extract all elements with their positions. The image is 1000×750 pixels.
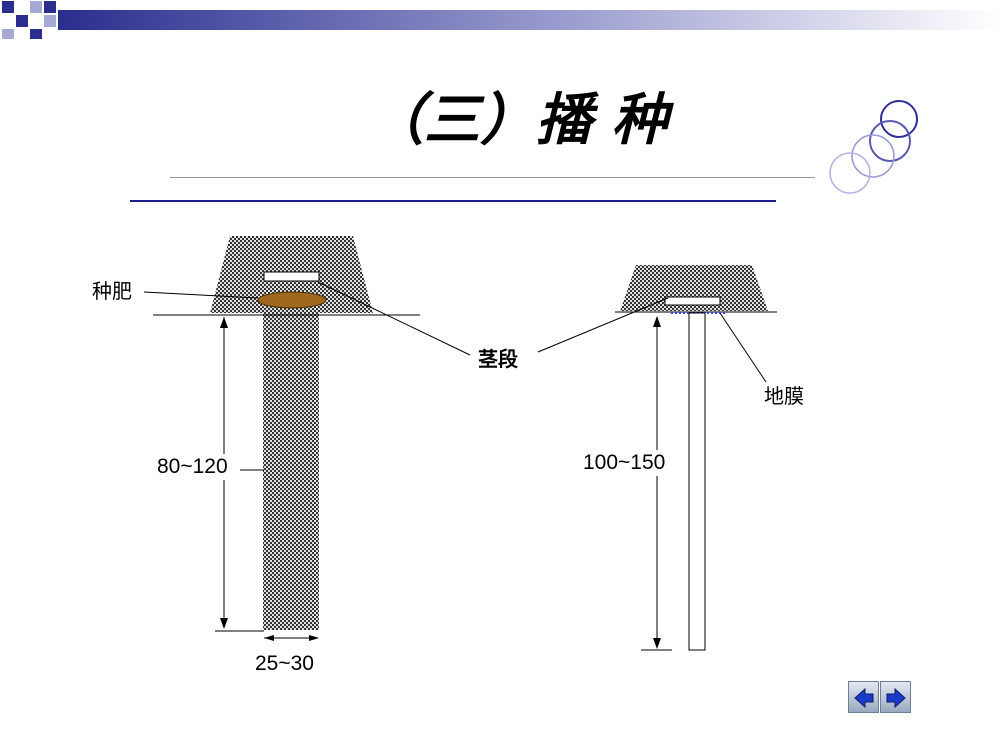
- slide-navigation: [848, 681, 912, 715]
- title-rule-gray: [170, 177, 815, 178]
- label-seed-fertilizer: 种肥: [92, 279, 132, 303]
- left-width-arrow-left: [264, 635, 274, 641]
- left-stem-cutting: [263, 271, 320, 282]
- label-plastic-film: 地膜: [764, 384, 804, 408]
- label-right-depth: 100~150: [582, 450, 667, 476]
- right-planting-pit: [688, 312, 706, 651]
- right-soil-mound: [620, 265, 768, 311]
- label-stem-cutting: 茎段: [478, 347, 518, 371]
- decorative-circles: [829, 100, 918, 194]
- stem-leader-right: [537, 297, 669, 353]
- seed-fertilizer-layer: [257, 291, 327, 309]
- left-depth-arrow-top: [220, 317, 228, 328]
- left-width-arrow-right: [309, 635, 319, 641]
- right-depth-arrow-bottom: [653, 638, 661, 649]
- header-band: [2, 1, 1000, 39]
- right-stem-cutting: [664, 296, 721, 306]
- left-depth-arrow-bottom: [220, 618, 228, 629]
- film-leader: [719, 312, 767, 383]
- seed-fertilizer-leader: [143, 291, 259, 299]
- left-planting-pit: [263, 313, 319, 630]
- label-left-depth: 80~120: [156, 454, 229, 480]
- right-arrow-icon: [886, 687, 906, 709]
- right-depth-arrow-top: [653, 316, 661, 327]
- page-title: （三）播 种: [368, 87, 668, 153]
- next-slide-button[interactable]: [880, 681, 911, 713]
- title-rule-blue: [130, 200, 776, 202]
- stem-leader-left: [317, 281, 471, 356]
- label-left-width: 25~30: [255, 652, 314, 675]
- previous-slide-button[interactable]: [848, 681, 879, 713]
- left-arrow-icon: [854, 687, 874, 709]
